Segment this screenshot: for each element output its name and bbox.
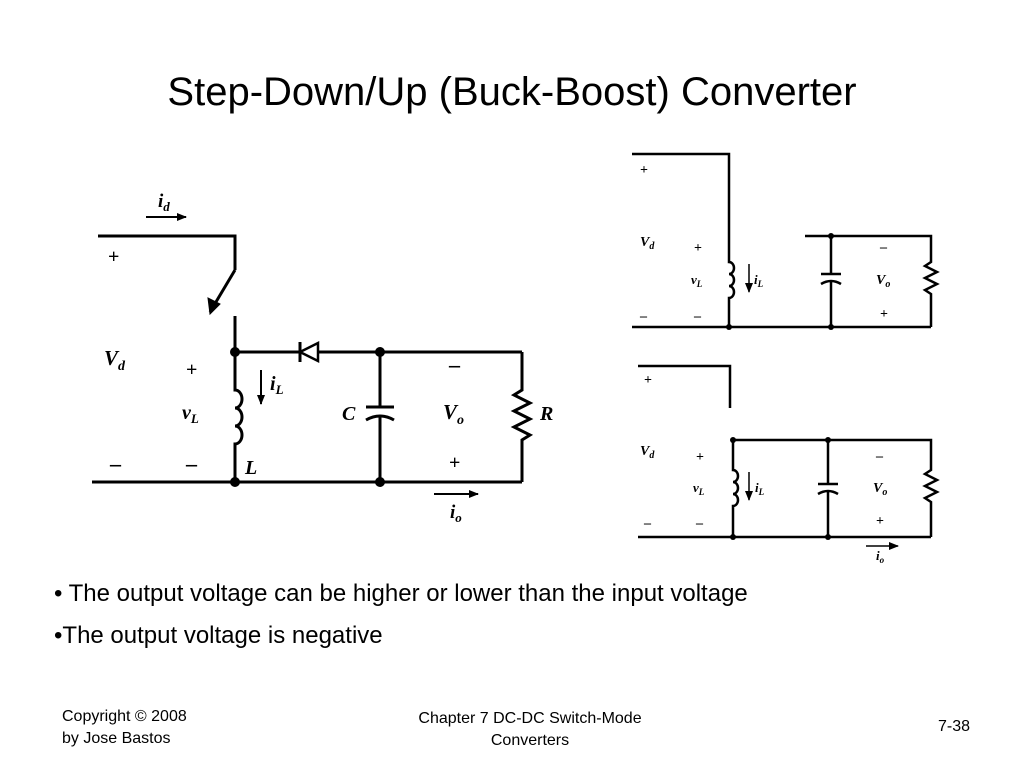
svg-text:vL: vL [693,480,705,497]
label-minus-vo: – [448,352,461,377]
label-Vd: Vd [104,346,126,374]
svg-text:–: – [879,240,888,255]
svg-text:Vo: Vo [876,273,890,290]
label-iL: iL [270,373,284,397]
label-L: L [244,457,257,479]
label-Vo: Vo [443,400,464,428]
label-plus-vd: + [108,246,119,268]
slide-title: Step-Down/Up (Buck-Boost) Converter [167,70,857,114]
label-plus-vo: + [449,452,460,474]
svg-text:Vd: Vd [640,444,655,461]
input-top-wire [98,234,237,270]
switch-arrowhead [207,297,221,316]
copyright-line: Copyright © 2008 [62,708,187,725]
svg-text:+: + [880,307,888,322]
bullet-item: •The output voltage is negative [54,622,383,649]
resistor-R [510,352,534,482]
node-dot [375,477,385,487]
svg-text:+: + [644,373,652,388]
svg-text:+: + [694,241,702,256]
chapter-line: Converters [490,732,570,749]
chapter-line: Chapter 7 DC-DC Switch-Mode [418,710,642,727]
label-plus-vl: + [186,359,197,381]
svg-text:io: io [876,548,885,565]
footer-chapter: Chapter 7 DC-DC Switch-Mode Converters [380,708,680,752]
label-C: C [342,403,356,425]
main-buck-boost-circuit [92,234,534,484]
svg-text:Vd: Vd [640,235,655,252]
svg-text:–: – [693,309,702,324]
node-dot [375,347,385,357]
label-io: io [450,502,462,525]
switch-on-circuit [632,152,940,329]
label-minus-vl: – [185,451,198,476]
label-minus-vd: – [109,451,122,476]
author-line: by Jose Bastos [62,730,171,747]
diode [297,340,320,364]
svg-text:+: + [640,163,648,178]
bullet-item: • The output voltage can be higher or lo… [54,580,748,607]
footer-page-number: 7-38 [937,718,970,735]
node-dot [230,347,240,357]
svg-text:vL: vL [691,272,703,289]
switch-off-circuit [638,364,940,539]
svg-text:iL: iL [754,272,764,289]
footer-copyright: Copyright © 2008 by Jose Bastos [62,706,187,750]
svg-text:–: – [643,516,652,531]
label-R: R [539,403,553,425]
svg-text:–: – [695,516,704,531]
label-id: id [158,191,170,214]
svg-text:+: + [876,514,884,529]
svg-text:iL: iL [755,480,765,497]
svg-text:–: – [875,449,884,464]
svg-text:–: – [639,309,648,324]
inductor-L [233,352,244,482]
bullet-list: • The output voltage can be higher or lo… [54,578,814,662]
label-vL: vL [182,402,199,426]
node-dot [230,477,240,487]
svg-text:Vo: Vo [873,481,887,498]
svg-text:+: + [696,450,704,465]
